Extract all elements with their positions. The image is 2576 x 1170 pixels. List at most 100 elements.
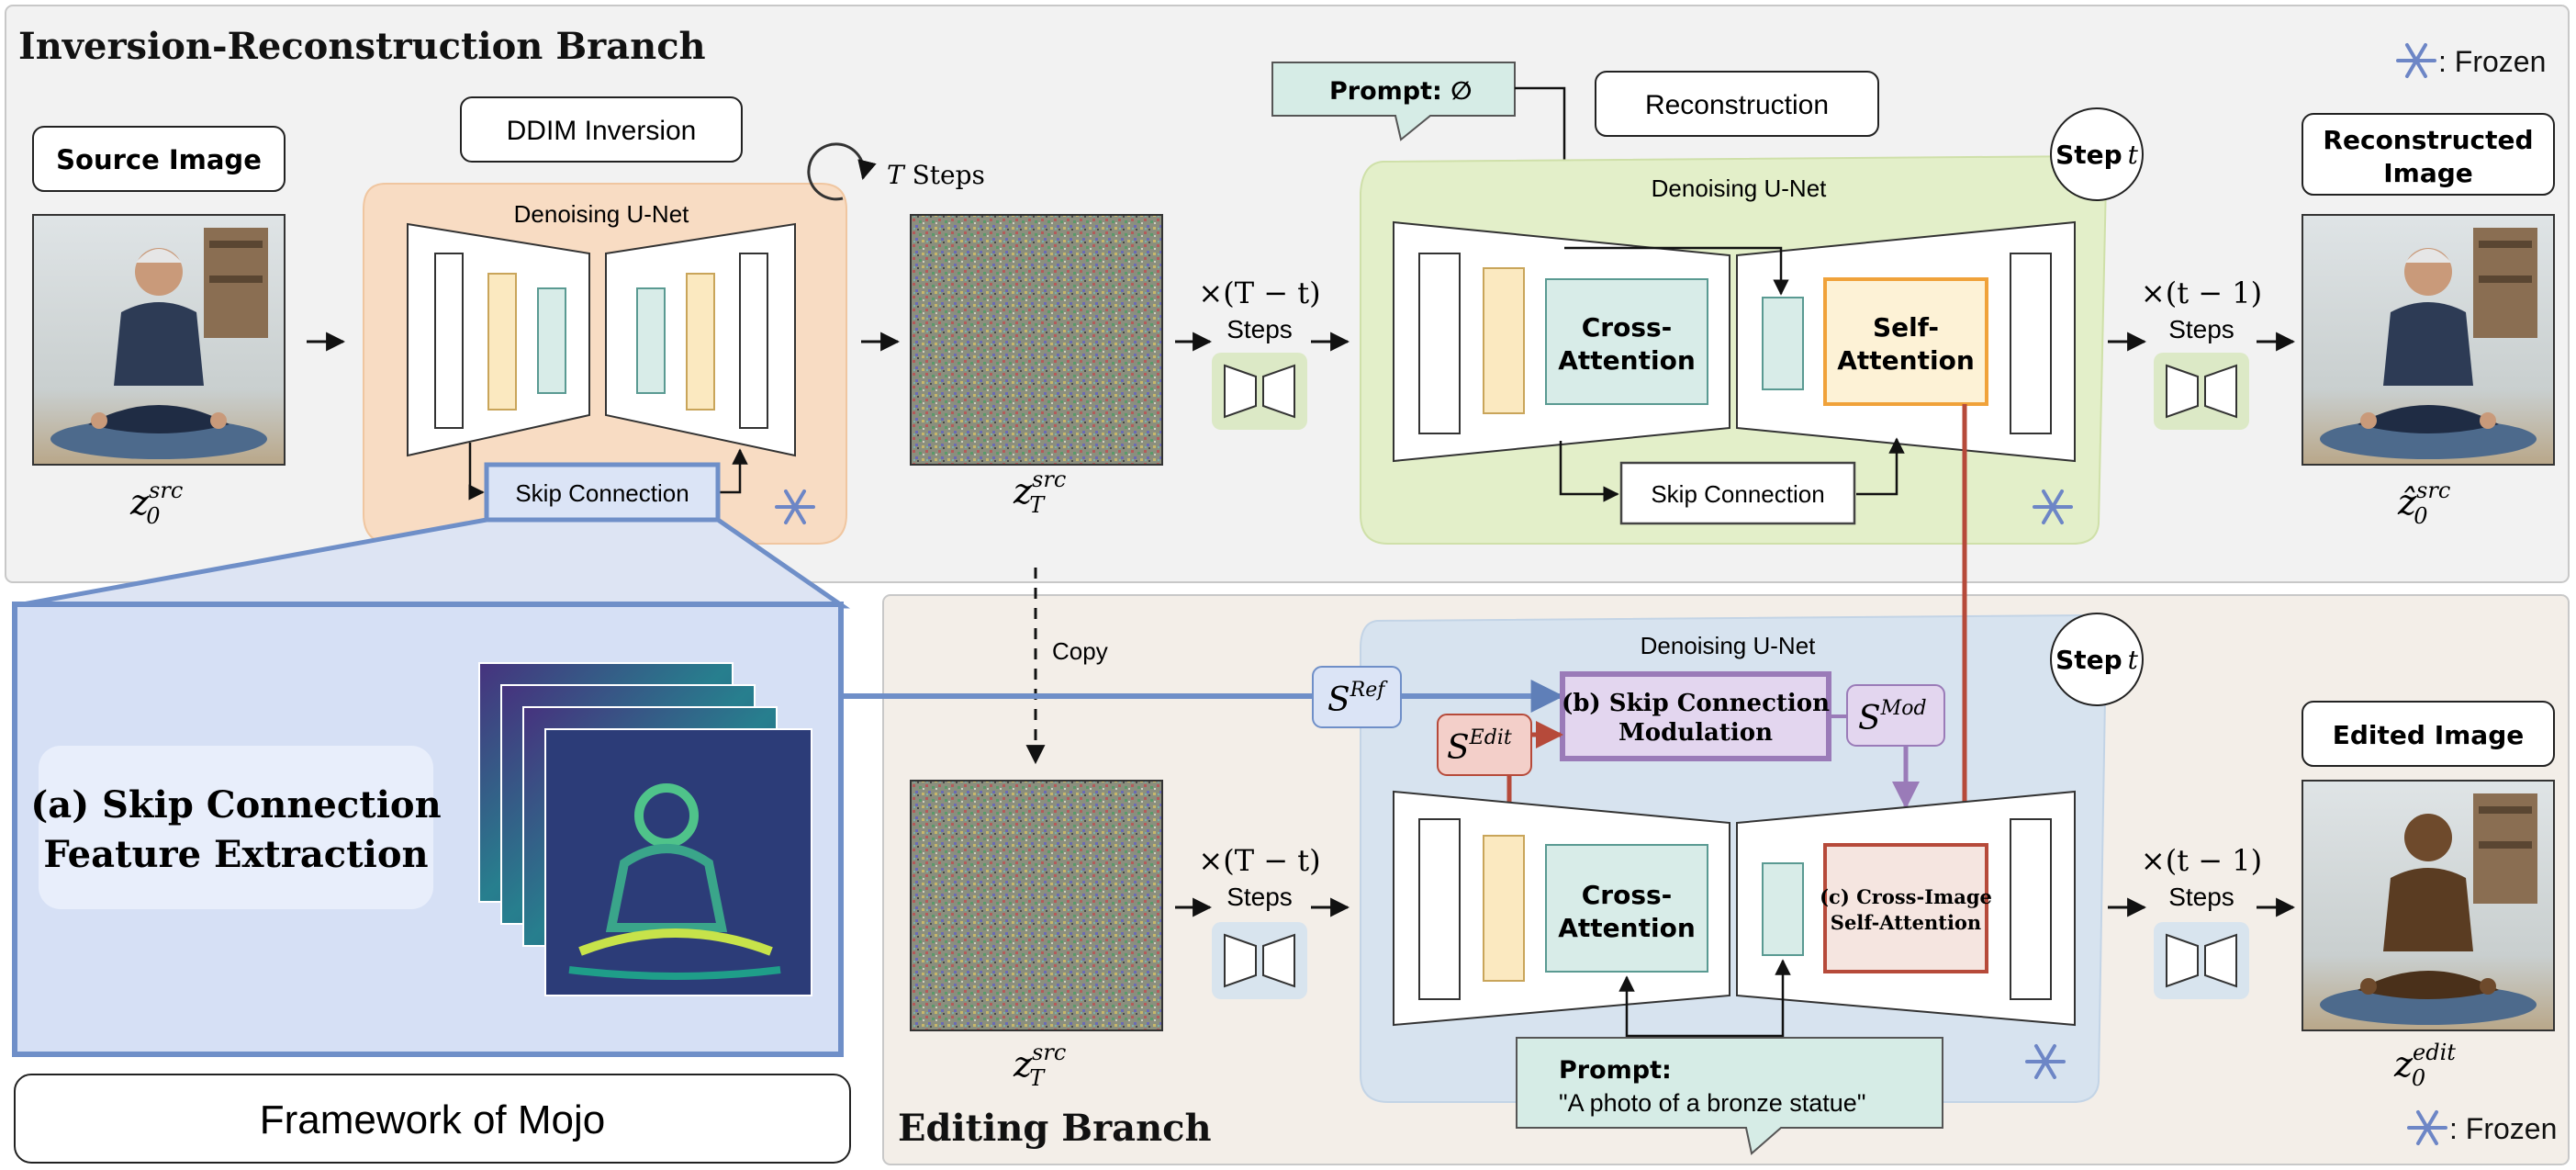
steps-a-top-count: ×(T − t) — [1198, 276, 1320, 310]
cross-image-self-attention-label: (c) Cross-Image — [1820, 885, 1992, 908]
noise-latent-top — [910, 214, 1163, 466]
recon-self-attention-label: Self- — [1873, 312, 1939, 343]
recon-cross-attention-block — [1545, 278, 1708, 405]
edit-encoder-block-2 — [1483, 835, 1525, 982]
prompt-arrow-decoder — [1730, 959, 1791, 1038]
ddim-encoder-block-2 — [487, 273, 517, 411]
s-mod-label: SMod — [1858, 697, 1927, 737]
snowflake-icon — [2396, 43, 2436, 78]
feature-extraction-title: (a) Skip Connection — [30, 783, 441, 827]
s-ref-box — [1312, 666, 1402, 728]
feature-extraction-title-2: Feature Extraction — [43, 833, 428, 876]
snowflake-icon — [775, 489, 815, 524]
frozen-legend-top: : Frozen — [2438, 45, 2546, 78]
recon-skip-arrow-out — [1856, 437, 1905, 496]
source-image — [32, 214, 286, 466]
mini-unet-icon — [1224, 364, 1295, 419]
steps-b-top-count: ×(t − 1) — [2141, 276, 2262, 310]
recon-unet-label: Denoising U-Net — [1652, 174, 1828, 202]
steps-a-top-label: Steps — [1226, 315, 1293, 343]
prompt-arrow-cross-attn — [1618, 975, 1730, 1038]
recon-cross-attention-label: Cross- — [1582, 312, 1673, 343]
edit-decoder-block-3 — [2010, 818, 2052, 1000]
noise-latent-bottom — [910, 780, 1163, 1031]
prompt-text: "A photo of a bronze statue" — [1559, 1089, 1865, 1117]
ddim-encoder-block-1 — [434, 253, 464, 429]
steps-b-bottom-label: Steps — [2168, 883, 2234, 911]
frozen-legend-bottom: : Frozen — [2449, 1112, 2557, 1145]
ddim-decoder-block-3 — [739, 253, 768, 429]
steps-b-top-label: Steps — [2168, 315, 2234, 343]
source-image-label-box — [32, 126, 286, 192]
editing-branch-title: Editing Branch — [898, 1107, 1212, 1150]
prompt-null-box — [1271, 62, 1516, 141]
ddim-inversion-label-box — [460, 96, 743, 163]
edit-cross-attention-block — [1545, 844, 1708, 973]
ddim-decoder-block-1 — [636, 287, 666, 394]
recon-skip-arrow-in — [1559, 441, 1619, 502]
edit-step-badge — [2050, 613, 2144, 706]
feature-map-stack — [478, 662, 812, 996]
reconstructed-image-label-box — [2302, 113, 2555, 196]
snowflake-icon — [2025, 1044, 2066, 1079]
recon-inner-arrow — [1564, 246, 1789, 296]
ddim-skip-connection-box — [484, 462, 721, 523]
reconstructed-image-label-2: Image — [2383, 158, 2473, 188]
edit-unet-label: Denoising U-Net — [1641, 632, 1817, 659]
recon-step-badge — [2050, 107, 2144, 201]
mini-unet-icon — [2166, 364, 2237, 419]
ddim-skip-arrow-out — [720, 448, 748, 494]
recon-self-attention-label-2: Attention — [1837, 345, 1975, 376]
reconstructed-image — [2302, 214, 2555, 466]
framework-title: Framework of Mojo — [260, 1097, 606, 1142]
skip-connection-modulation-label: (b) Skip Connection — [1562, 690, 1830, 717]
edit-cross-attention-label: Cross- — [1582, 880, 1673, 910]
prompt-title: Prompt: — [1559, 1056, 1672, 1085]
s-edit-label: SEdit — [1447, 726, 1512, 767]
recon-self-attention-block — [1823, 277, 1988, 406]
recon-skip-connection-label: Skip Connection — [1651, 480, 1824, 508]
reconstruction-label-box — [1595, 71, 1879, 137]
snowflake-icon — [2407, 1110, 2447, 1145]
steps-a-bottom-count: ×(T − t) — [1198, 843, 1320, 878]
recon-decoder-block-3 — [2010, 253, 2052, 434]
s-ref-label: SRef — [1327, 679, 1388, 719]
edit-decoder-block-1 — [1762, 862, 1804, 956]
source-image-label: Source Image — [56, 144, 262, 175]
recon-decoder-block-1 — [1762, 297, 1804, 390]
recon-encoder-block-2 — [1483, 267, 1525, 414]
ddim-unet-label: Denoising U-Net — [514, 200, 690, 228]
ddim-decoder-block-2 — [686, 273, 715, 411]
feature-extraction-title-box — [39, 746, 433, 909]
edit-cross-attention-label-2: Attention — [1558, 913, 1696, 943]
inversion-branch-title: Inversion-Reconstruction Branch — [18, 25, 706, 68]
edit-encoder-block-1 — [1418, 818, 1461, 1000]
mini-unet-icon — [2166, 933, 2237, 988]
s-mod-box — [1846, 684, 1945, 747]
prompt-bubble — [1516, 1037, 1943, 1155]
steps-b-bottom-count: ×(t − 1) — [2141, 843, 2262, 878]
reconstructed-image-label: Reconstructed — [2323, 125, 2533, 155]
s-edit-box — [1437, 714, 1532, 776]
recon-encoder-block-1 — [1418, 253, 1461, 434]
recon-cross-attention-label-2: Attention — [1558, 345, 1696, 376]
edited-image-label-box — [2302, 701, 2555, 767]
t-steps-loop-arrow — [807, 142, 877, 201]
edited-image-label: Edited Image — [2333, 720, 2524, 750]
skip-connection-modulation-label-2: Modulation — [1618, 719, 1773, 747]
t-steps-label: T Steps — [887, 160, 985, 190]
cross-image-self-attention-block — [1823, 843, 1988, 973]
copy-label: Copy — [1052, 637, 1108, 665]
ddim-skip-arrow-in — [468, 443, 485, 501]
recon-skip-connection-box — [1619, 461, 1856, 525]
ddim-encoder-block-3 — [537, 287, 566, 394]
snowflake-icon — [2033, 489, 2073, 524]
